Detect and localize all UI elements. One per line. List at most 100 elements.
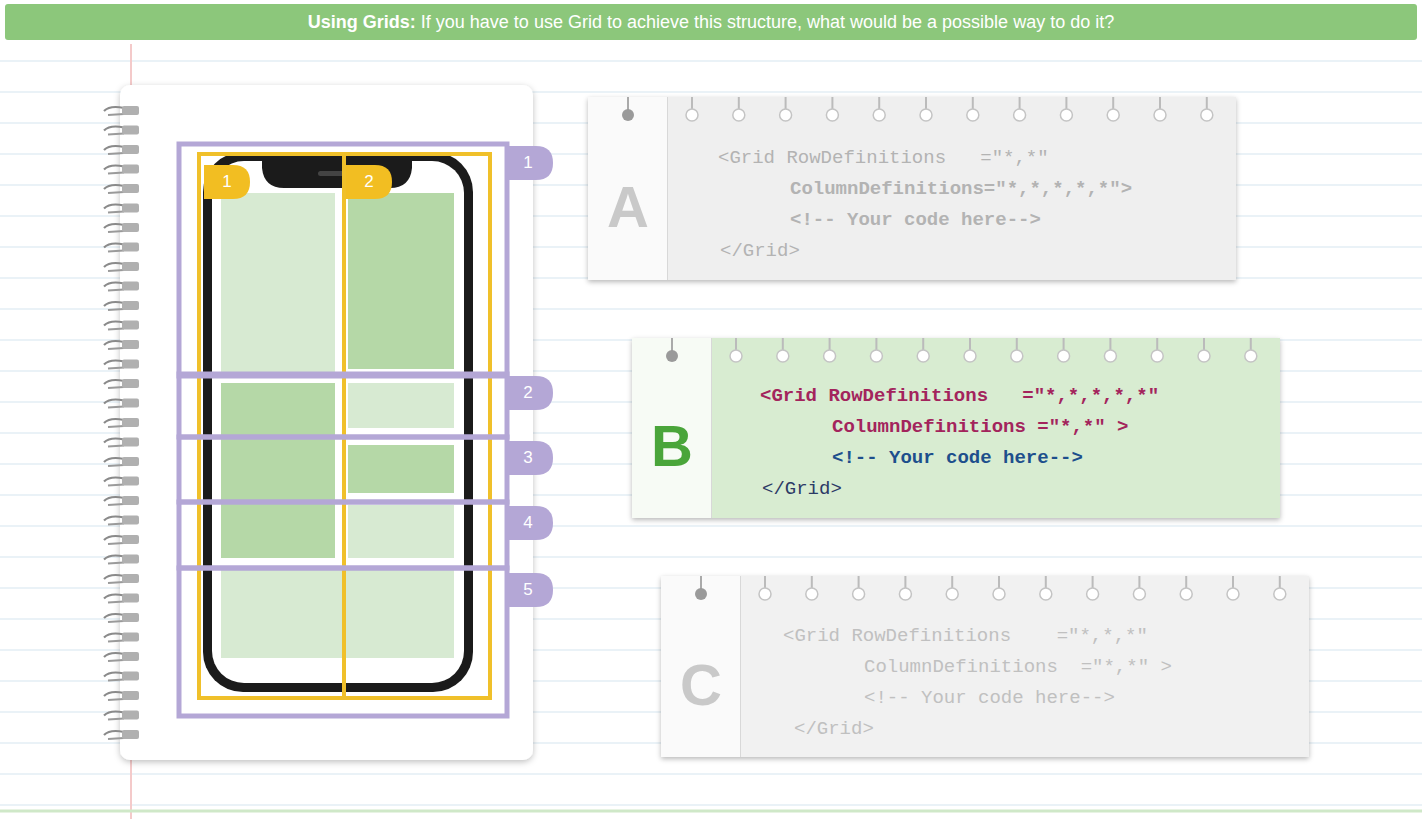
- spiral-ring: [108, 329, 124, 330]
- spiral-hole: [122, 301, 139, 310]
- card-ring: [695, 588, 707, 600]
- spiral-hole: [122, 477, 139, 486]
- spiral-ring: [104, 205, 124, 209]
- spiral-hole: [122, 516, 139, 525]
- spiral-ring: [108, 621, 124, 622]
- spiral-ring: [104, 244, 124, 248]
- card-ring: [1104, 350, 1116, 362]
- spiral-ring: [104, 419, 124, 423]
- decor-stroke: [1045, 576, 1047, 589]
- card-ring: [1154, 109, 1166, 121]
- spiral-binding: [104, 106, 139, 739]
- spiral-hole: [122, 204, 139, 213]
- card-ring: [870, 350, 882, 362]
- spiral-ring: [104, 595, 124, 599]
- spiral-ring: [108, 563, 124, 564]
- spiral-ring: [104, 517, 124, 521]
- spiral-hole: [122, 535, 139, 544]
- card-ring: [1245, 350, 1257, 362]
- code-line: </Grid>: [720, 240, 800, 262]
- spiral-ring: [104, 536, 124, 540]
- decor-stroke: [878, 97, 880, 110]
- decor-stroke: [1019, 97, 1021, 110]
- spiral-ring: [108, 680, 124, 681]
- decor-stroke: [969, 338, 971, 351]
- spiral-ring: [108, 738, 124, 739]
- spiral-hole: [122, 243, 139, 252]
- card-ring: [780, 109, 792, 121]
- spiral-hole: [122, 672, 139, 681]
- header-bar: Using Grids:If you have to use Grid to a…: [5, 4, 1417, 40]
- spiral-ring: [104, 458, 124, 462]
- decor-stroke: [691, 97, 693, 110]
- decor-stroke: [1159, 97, 1161, 110]
- card-ring: [1227, 588, 1239, 600]
- spiral-ring: [108, 192, 124, 193]
- decor-stroke: [1279, 576, 1281, 589]
- code-line: <Grid RowDefinitions ="*,*": [718, 147, 1049, 169]
- code-line: ColumnDefinitions ="*,*" >: [864, 656, 1172, 678]
- card-ring: [733, 109, 745, 121]
- spiral-ring: [104, 692, 124, 696]
- card-ring: [899, 588, 911, 600]
- card-ring: [777, 350, 789, 362]
- decor-stroke: [764, 576, 766, 589]
- spiral-ring: [104, 731, 124, 735]
- decor-stroke: [1092, 576, 1094, 589]
- decor-stroke: [1063, 338, 1065, 351]
- card-ring: [1011, 350, 1023, 362]
- code-line: <Grid RowDefinitions ="*,*,*": [783, 625, 1148, 647]
- decor-stroke: [998, 576, 1000, 589]
- spiral-ring: [104, 439, 124, 443]
- card-ring: [1058, 350, 1070, 362]
- spiral-ring: [104, 380, 124, 384]
- spiral-ring: [108, 290, 124, 291]
- spiral-ring: [108, 212, 124, 213]
- spiral-hole: [122, 106, 139, 115]
- decor-stroke: [671, 338, 673, 352]
- spiral-ring: [108, 699, 124, 700]
- spiral-ring: [108, 407, 124, 408]
- row-callout: 2: [505, 383, 551, 403]
- spiral-ring: [108, 368, 124, 369]
- row-callout: 3: [505, 448, 551, 468]
- spiral-hole: [122, 379, 139, 388]
- card-ring: [967, 109, 979, 121]
- card-ring: [917, 350, 929, 362]
- decor-stroke: [700, 576, 702, 590]
- decor-stroke: [1206, 97, 1208, 110]
- spiral-hole: [122, 145, 139, 154]
- decor-stroke: [972, 97, 974, 110]
- card-ring: [946, 588, 958, 600]
- decor-stroke: [829, 338, 831, 351]
- spiral-hole: [122, 457, 139, 466]
- card-ring: [686, 109, 698, 121]
- card-ring: [1014, 109, 1026, 121]
- phone-screen: [212, 161, 464, 683]
- spiral-ring: [108, 660, 124, 661]
- option-letter: B: [651, 417, 693, 475]
- decor-stroke: [1185, 576, 1187, 589]
- card-ring: [1040, 588, 1052, 600]
- code-line: </Grid>: [794, 718, 874, 740]
- row-callout: 5: [505, 580, 551, 600]
- spiral-ring: [108, 641, 124, 642]
- decor-stroke: [1138, 576, 1140, 589]
- title: Using Grids:: [308, 12, 416, 33]
- spiral-hole: [122, 633, 139, 642]
- card-ring: [993, 588, 1005, 600]
- decor-stroke: [1065, 97, 1067, 110]
- spiral-ring: [104, 166, 124, 170]
- spiral-hole: [122, 321, 139, 330]
- spiral-ring: [108, 485, 124, 486]
- spiral-hole: [122, 340, 139, 349]
- phone-frame: [203, 152, 473, 692]
- spiral-ring: [104, 146, 124, 150]
- spiral-hole: [122, 730, 139, 739]
- card-ring: [1151, 350, 1163, 362]
- column-tabs: [204, 165, 392, 199]
- question: If you have to use Grid to achieve this …: [421, 12, 1114, 33]
- notebook-page: [120, 85, 533, 760]
- spiral-ring: [108, 582, 124, 583]
